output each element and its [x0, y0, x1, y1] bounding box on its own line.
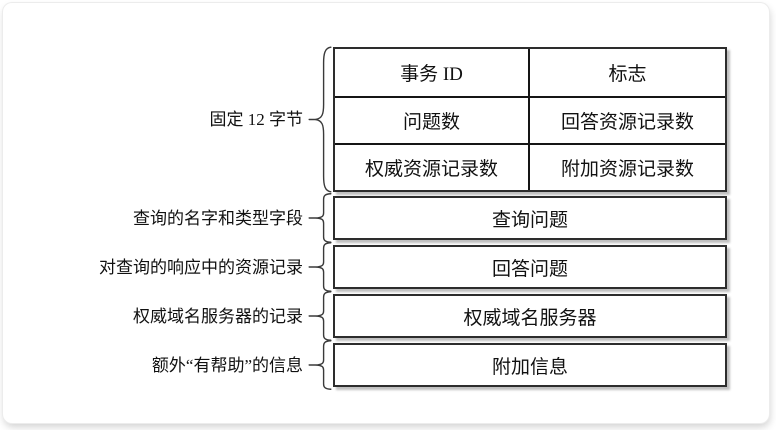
cell-flags: 标志	[528, 49, 725, 96]
box-additional-info: 附加信息	[333, 343, 727, 387]
label-fixed-12-bytes: 固定 12 字节	[209, 110, 304, 129]
cell-additional-rr-count: 附加资源记录数	[528, 143, 725, 190]
brace-answer-icon	[308, 242, 332, 292]
brace-header-icon	[308, 45, 332, 194]
label-response-resource-records: 对查询的响应中的资源记录	[99, 258, 303, 277]
brace-query-icon	[308, 193, 332, 243]
cell-transaction-id: 事务 ID	[400, 64, 463, 85]
cell-question-count: 问题数	[335, 96, 528, 143]
dns-header-table: 事务 ID 标志 问题数 回答资源记录数 权威资源记录数 附加资源记录数	[333, 47, 727, 192]
cell-answer-rr-count: 回答资源记录数	[528, 96, 725, 143]
label-extra-helpful-info: 额外“有帮助”的信息	[151, 356, 303, 375]
label-authority-ns-records: 权威域名服务器的记录	[133, 307, 303, 326]
label-query-name-type: 查询的名字和类型字段	[133, 209, 303, 228]
box-query-question: 查询问题	[333, 196, 727, 240]
brace-authority-icon	[308, 291, 332, 341]
box-authority-name-server: 权威域名服务器	[333, 294, 727, 338]
cell-authority-rr-count: 权威资源记录数	[335, 143, 528, 190]
box-answer-question: 回答问题	[333, 245, 727, 289]
brace-additional-icon	[308, 340, 332, 390]
